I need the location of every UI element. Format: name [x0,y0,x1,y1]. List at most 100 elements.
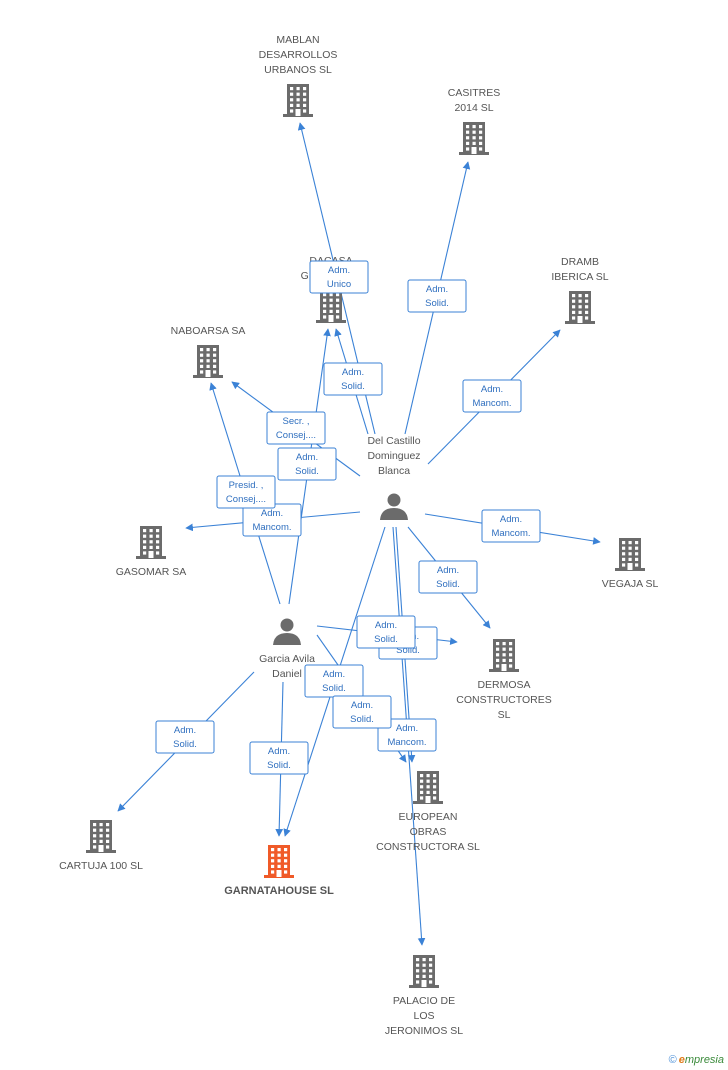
edge-label-delcastillo-to-garnatahouse[interactable]: Adm.Solid. [304,664,364,698]
company-name-line: CARTUJA 100 SL [59,860,143,872]
edge-label-text: Adm. [437,565,459,576]
building-window [106,839,110,843]
edge-label-box[interactable] [462,379,522,413]
edge-label-delcastillo-to-vegaja[interactable]: Adm.Mancom. [481,509,541,543]
edge-label-text: Adm. [296,452,318,463]
edge-label-delcastillo-to-european[interactable]: Adm.Mancom. [377,718,437,752]
building-window [422,963,426,967]
edge-label-text: Solid. [436,579,460,590]
building-window [433,796,437,800]
building-window [622,541,626,545]
company-node-naboarsa[interactable]: NABOARSA SA [171,325,246,378]
building-window [143,534,147,538]
edge-label-box[interactable] [216,475,276,509]
building-window [502,642,506,646]
building-window [628,557,632,561]
building-window [622,557,626,561]
edge-label-text: Mancom. [252,522,291,533]
edge-label-box[interactable] [249,741,309,775]
edge-label-box[interactable] [277,447,337,481]
building-window [578,294,582,298]
edge-label-delcastillo-to-naboarsa[interactable]: Secr. ,Consej.... [266,411,326,445]
edge-label-delcastillo-to-gasomar[interactable]: Adm.Mancom. [242,503,302,537]
company-name-line: OBRAS [410,826,447,838]
building-window [323,315,327,319]
edge-label-garcia-to-naboarsa[interactable]: Presid. ,Consej.... [216,475,276,509]
edge-label-box[interactable] [407,279,467,313]
building-window [271,853,275,857]
building-window [329,304,333,308]
building-window [466,136,470,140]
edge-label-delcastillo-to-dramb[interactable]: Adm.Mancom. [462,379,522,413]
building-window [93,828,97,832]
building-window [323,298,327,302]
building-window [635,563,639,567]
edge-label-text: Adm. [328,265,350,276]
edge-label-garcia-to-dermosa[interactable]: Adm.Solid. [356,615,416,649]
edge-label-garcia-to-european[interactable]: Adm.Solid. [332,695,392,729]
edge-label-text: Solid. [425,298,449,309]
company-name-line: CONSTRUCTORES [456,694,551,706]
person-body [380,508,408,520]
edge-label-box[interactable] [323,362,383,396]
company-node-vegaja[interactable]: VEGAJA SL [602,538,659,590]
building-window [156,540,160,544]
edge-label-text: Unico [327,279,351,290]
edge-label-box[interactable] [332,695,392,729]
building-window [290,109,294,113]
building-window [106,823,110,827]
edge-label-delcastillo-to-casitres[interactable]: Adm.Solid. [407,279,467,313]
building-window [143,529,147,533]
edge-label-delcastillo-to-dacasa[interactable]: Adm.Solid. [323,362,383,396]
edge-label-box[interactable] [356,615,416,649]
edge-label-box[interactable] [309,260,369,294]
edge-label-garcia-to-cartuja[interactable]: Adm.Solid. [155,720,215,754]
building-window [426,790,430,794]
company-name-line: VEGAJA SL [602,578,659,590]
edge-label-box[interactable] [418,560,478,594]
building-window [635,552,639,556]
building-window [200,348,204,352]
edge-label-text: Solid. [350,714,374,725]
edge-label-delcastillo-to-dermosa[interactable]: Adm. Solid. [418,560,478,594]
building-window [572,305,576,309]
building-window [284,848,288,852]
building-window [303,103,307,107]
building-window [420,796,424,800]
edge-label-garcia-to-dacasa[interactable]: Adm.Solid. [277,447,337,481]
building-window [336,298,340,302]
building-window [143,540,147,544]
building-window [143,551,147,555]
edge-label-text: Adm. [268,746,290,757]
building-window [106,845,110,849]
person-head [280,618,294,632]
company-node-cartuja[interactable]: CARTUJA 100 SL [59,820,143,872]
edge-label-delcastillo-to-mablan[interactable]: Adm. Unico [309,260,369,294]
building-window [296,98,300,102]
copyright-symbol: © [668,1054,677,1066]
building-window [422,969,426,973]
edge-label-box[interactable] [155,720,215,754]
building-window [284,870,288,874]
company-node-gasomar[interactable]: GASOMAR SA [116,526,187,578]
edge-label-garcia-to-garnatahouse[interactable]: Adm.Solid. [249,741,309,775]
company-node-garnatahouse[interactable]: GARNATAHOUSE SL [224,845,334,897]
building-window [156,534,160,538]
building-window [422,958,426,962]
edge-label-box[interactable] [266,411,326,445]
building-window [99,839,103,843]
building-window [429,958,433,962]
edge-label-box[interactable] [481,509,541,543]
edge-label-box[interactable] [377,718,437,752]
building-window [106,834,110,838]
